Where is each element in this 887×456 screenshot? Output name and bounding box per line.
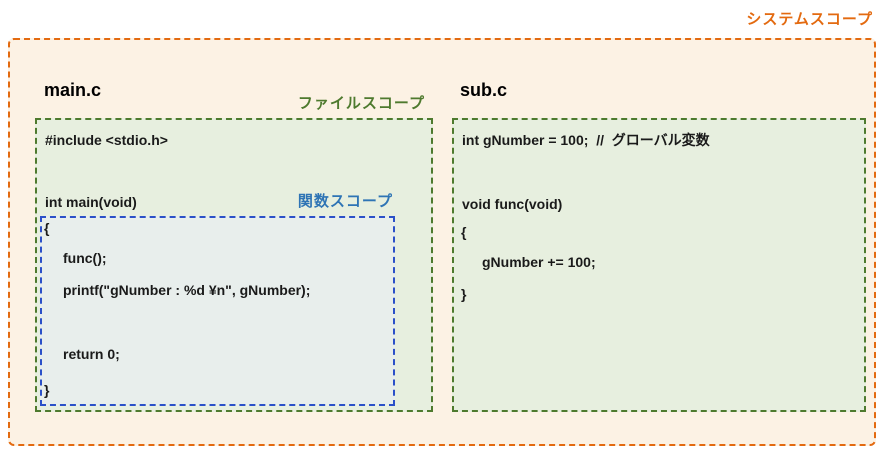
code-line-close-brace: } xyxy=(461,286,467,302)
code-line-func-call: func(); xyxy=(63,250,107,266)
system-scope-label: システムスコープ xyxy=(746,11,873,28)
file-scope-label: ファイルスコープ xyxy=(297,95,425,112)
function-scope-label: 関数スコープ xyxy=(297,193,393,210)
sub-file-box: int gNumber = 100; // グローバル変数 void func(… xyxy=(452,118,866,412)
function-scope-box xyxy=(40,216,395,406)
code-line-main-signature: int main(void) xyxy=(45,194,137,210)
code-line-close-brace: } xyxy=(44,382,50,398)
main-file-title: main.c xyxy=(44,80,102,100)
code-line-open-brace: { xyxy=(461,224,467,240)
code-line-printf: printf("gNumber : %d ¥n", gNumber); xyxy=(63,282,311,298)
sub-file-title: sub.c xyxy=(460,80,508,100)
code-line-func-signature: void func(void) xyxy=(462,196,563,212)
code-line-include: #include <stdio.h> xyxy=(45,132,168,148)
code-line-global-var: int gNumber = 100; // グローバル変数 xyxy=(462,132,710,148)
code-line-open-brace: { xyxy=(44,220,50,236)
main-file-box: #include <stdio.h> int main(void) 関数スコープ… xyxy=(35,118,433,412)
code-line-increment: gNumber += 100; xyxy=(482,254,596,270)
code-line-return: return 0; xyxy=(63,346,120,362)
